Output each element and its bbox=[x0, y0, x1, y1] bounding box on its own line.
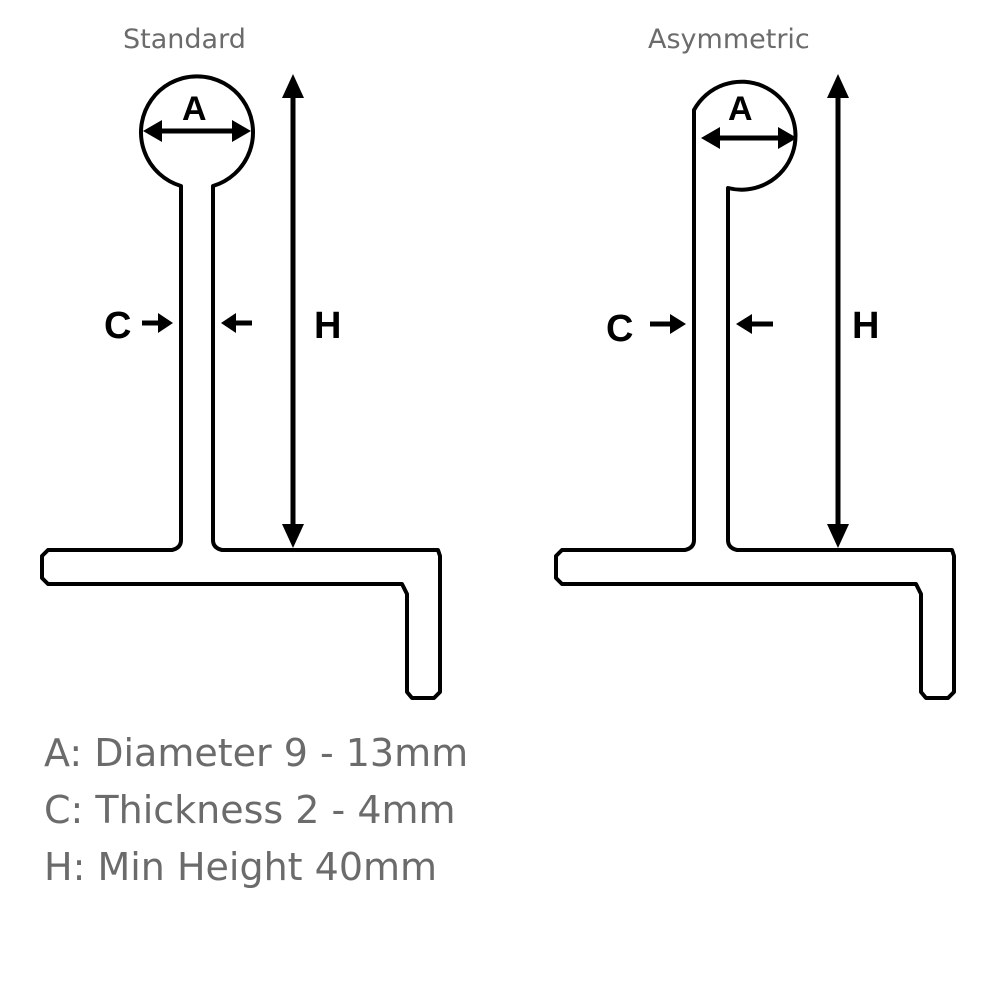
asymmetric-title: Asymmetric bbox=[648, 24, 810, 55]
legend-diameter: A: Diameter 9 - 13mm bbox=[44, 731, 469, 775]
asymmetric-profile: A C H bbox=[554, 74, 956, 700]
asymmetric-outline bbox=[554, 79, 956, 700]
standard-profile: A C H bbox=[40, 74, 442, 700]
legend-thickness: C: Thickness 2 - 4mm bbox=[44, 788, 456, 832]
asymmetric-diameter-arrow-icon bbox=[701, 127, 797, 149]
standard-outline bbox=[40, 74, 442, 700]
asymmetric-height-arrow-icon bbox=[827, 74, 849, 548]
standard-title: Standard bbox=[123, 24, 246, 55]
dimension-legend: A: Diameter 9 - 13mm C: Thickness 2 - 4m… bbox=[44, 725, 468, 896]
standard-thickness-arrows-icon bbox=[142, 313, 252, 333]
asymmetric-label-a: A bbox=[728, 90, 753, 128]
legend-height: H: Min Height 40mm bbox=[44, 845, 438, 889]
asymmetric-label-h: H bbox=[852, 305, 879, 347]
standard-height-arrow-icon bbox=[282, 74, 304, 548]
standard-diameter-arrow-icon bbox=[143, 120, 251, 142]
standard-label-c: C bbox=[104, 305, 131, 347]
standard-label-h: H bbox=[314, 305, 341, 347]
asymmetric-thickness-arrows-icon bbox=[650, 314, 773, 334]
asymmetric-label-c: C bbox=[606, 308, 633, 350]
standard-label-a: A bbox=[182, 90, 207, 128]
